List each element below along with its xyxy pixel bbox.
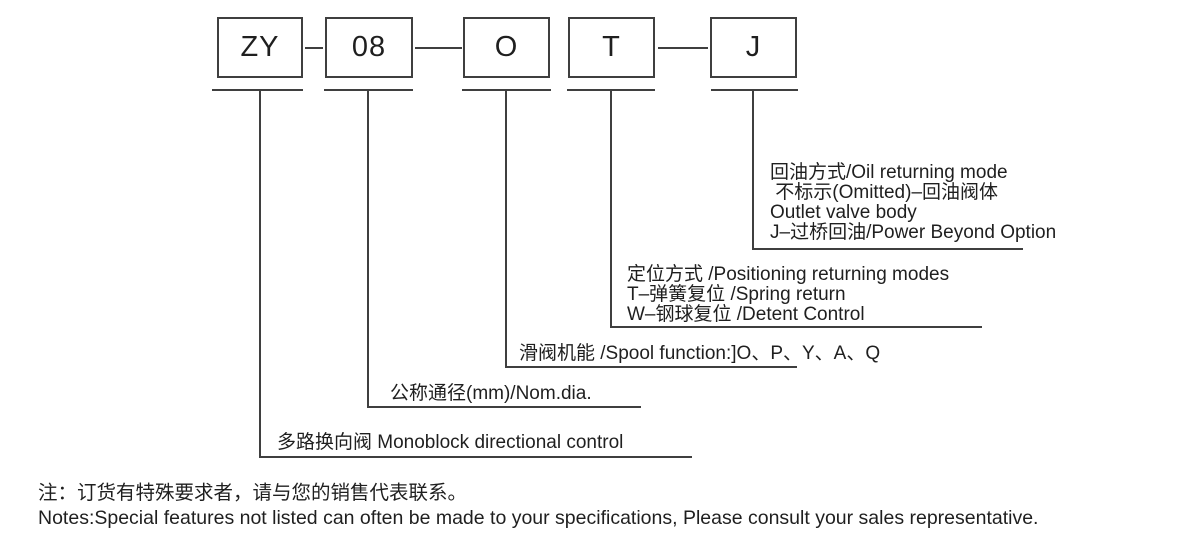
leader-vertical-spool bbox=[505, 89, 507, 368]
code-box-spool-label: O bbox=[494, 31, 519, 63]
callout-underline-series bbox=[259, 456, 692, 458]
code-box-positioning: T bbox=[568, 17, 655, 78]
callout-underline-positioning bbox=[610, 326, 982, 328]
note-line-zh: 注：订货有特殊要求者，请与您的销售代表联系。 bbox=[38, 482, 468, 504]
leader-vertical-series bbox=[259, 89, 261, 458]
code-box-positioning-label: T bbox=[602, 31, 621, 63]
code-box-series-label: ZY bbox=[240, 31, 280, 63]
connector-dash-3 bbox=[658, 47, 708, 49]
note-line-en: Notes:Special features not listed can of… bbox=[38, 507, 1039, 529]
code-box-series: ZY bbox=[217, 17, 303, 78]
callout-underline-spool bbox=[505, 366, 797, 368]
callout-underline-size bbox=[367, 406, 641, 408]
leader-underline-oil-return bbox=[711, 89, 798, 91]
leader-vertical-oil-return bbox=[752, 89, 754, 250]
callout-positioning-line-3: W–钢球复位 /Detent Control bbox=[627, 304, 865, 325]
leader-vertical-size bbox=[367, 89, 369, 408]
callout-oil-return: 回油方式/Oil returning mode 不标示(Omitted)–回油阀… bbox=[770, 163, 1056, 243]
notes: 注：订货有特殊要求者，请与您的销售代表联系。 Notes:Special fea… bbox=[38, 481, 1038, 531]
callout-positioning: 定位方式 /Positioning returning modes T–弹簧复位… bbox=[627, 265, 949, 325]
callout-oil-return-line-1: 回油方式/Oil returning mode bbox=[770, 162, 1008, 183]
connector-dash-2 bbox=[415, 47, 462, 49]
code-box-size-label: 08 bbox=[351, 31, 387, 63]
leader-underline-series bbox=[212, 89, 303, 91]
callout-series: 多路换向阀 Monoblock directional control bbox=[277, 433, 623, 453]
code-box-oil-return: J bbox=[710, 17, 797, 78]
callout-oil-return-line-3: Outlet valve body bbox=[770, 202, 917, 223]
callout-spool: 滑阀机能 /Spool function:]O、P、Y、A、Q bbox=[519, 344, 880, 364]
code-box-oil-return-label: J bbox=[745, 31, 762, 63]
callout-size-line-1: 公称通径(mm)/Nom.dia. bbox=[390, 383, 592, 404]
callout-oil-return-line-2: 不标示(Omitted)–回油阀体 bbox=[770, 182, 999, 203]
callout-positioning-line-1: 定位方式 /Positioning returning modes bbox=[627, 264, 950, 285]
callout-underline-oil-return bbox=[752, 248, 1023, 250]
callout-oil-return-line-4: J–过桥回油/Power Beyond Option bbox=[770, 222, 1057, 243]
callout-positioning-line-2: T–弹簧复位 /Spring return bbox=[627, 284, 846, 305]
code-box-size: 08 bbox=[325, 17, 413, 78]
leader-vertical-positioning bbox=[610, 89, 612, 328]
code-box-spool: O bbox=[463, 17, 550, 78]
callout-size: 公称通径(mm)/Nom.dia. bbox=[390, 384, 592, 404]
connector-dash-1 bbox=[305, 47, 323, 49]
callout-series-line-1: 多路换向阀 Monoblock directional control bbox=[277, 432, 624, 453]
callout-spool-line-1: 滑阀机能 /Spool function:]O、P、Y、A、Q bbox=[519, 343, 881, 364]
